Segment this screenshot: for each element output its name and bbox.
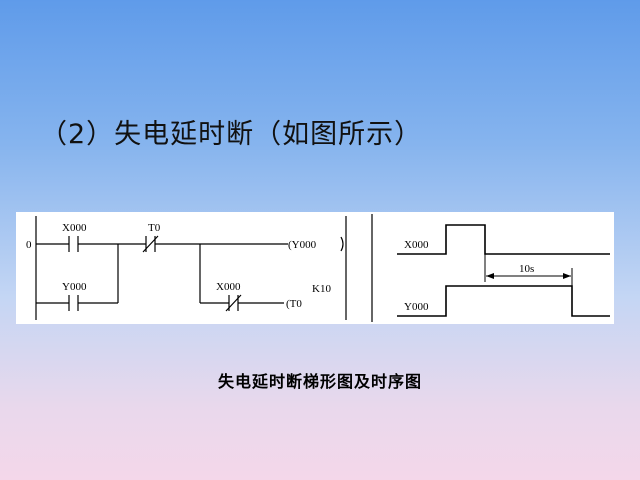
x000-nc-slash bbox=[225, 294, 242, 312]
y000-signal-label: Y000 bbox=[404, 301, 429, 313]
x000-waveform bbox=[397, 224, 610, 255]
y000-contact-label: Y000 bbox=[62, 281, 87, 293]
timing-diagram bbox=[397, 224, 610, 317]
step-number: 0 bbox=[26, 239, 32, 251]
diagram-svg: 0 X000 T0 (Y000 Y000 X000 (T0 K10 X000 Y… bbox=[26, 214, 610, 322]
ladder-diagram bbox=[35, 216, 347, 320]
k10-setting-label: K10 bbox=[312, 283, 331, 295]
t0-coil-label: (T0 bbox=[286, 298, 302, 310]
dimension-arrow-right bbox=[563, 273, 571, 279]
figure-panel: 0 X000 T0 (Y000 Y000 X000 (T0 K10 X000 Y… bbox=[16, 212, 614, 324]
y000-coil-label: (Y000 bbox=[288, 239, 317, 251]
delay-label: 10s bbox=[519, 263, 534, 275]
y000-coil-right-arc bbox=[340, 236, 344, 252]
slide-title: （2）失电延时断（如图所示） bbox=[40, 119, 423, 150]
x000-nc-contact-label: X000 bbox=[216, 281, 241, 293]
figure-caption: 失电延时断梯形图及时序图 bbox=[217, 372, 422, 391]
y000-waveform bbox=[397, 285, 610, 317]
dimension-arrow-left bbox=[486, 273, 494, 279]
t0-contact-label: T0 bbox=[148, 222, 161, 234]
x000-contact-label: X000 bbox=[62, 222, 87, 234]
t0-nc-slash bbox=[142, 235, 159, 253]
x000-signal-label: X000 bbox=[404, 239, 429, 251]
